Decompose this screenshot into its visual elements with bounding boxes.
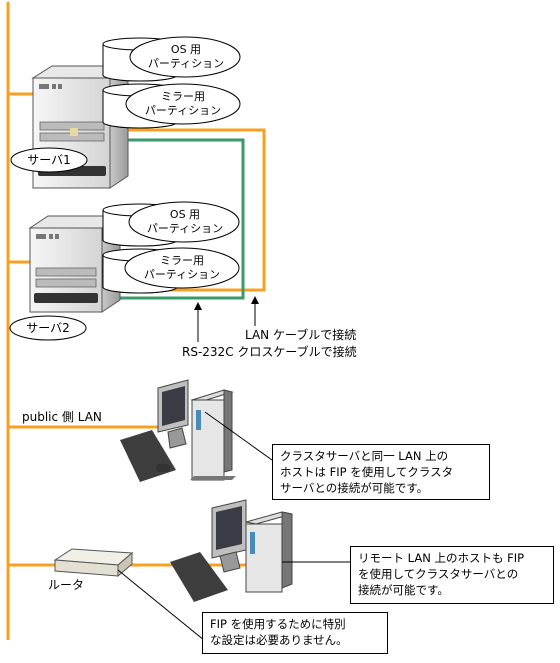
server2-label: サーバ2: [26, 321, 70, 335]
server2-os-partition-line1: OS 用: [169, 208, 201, 221]
same-lan-note: クラスタサーバと同一 LAN 上の ホストは FIP を使用してクラスタ サーバ…: [272, 444, 490, 500]
server1-mirror-partition-line1: ミラー用: [161, 90, 205, 103]
client1-pc-icon: [120, 379, 236, 482]
lan-cable-label: LAN ケーブルで接続: [245, 328, 357, 342]
same-lan-note-line3: サーバとの接続が可能です。: [280, 481, 429, 495]
router-note-leader: [117, 569, 211, 646]
server1-os-partition-bubble: [129, 36, 241, 78]
server1-os-partition-line2: パーティション: [147, 57, 225, 70]
server2-mirror-partition-bubble: [124, 247, 240, 289]
client2-pc-icon: [170, 499, 293, 602]
server2-label-bubble: [9, 315, 87, 341]
server1-mirror-partition-label: ミラー用 パーティション: [128, 90, 238, 118]
no-special-note-line2: な設定は必要ありません。: [210, 633, 348, 647]
no-special-config-note: FIP を使用するために特別 な設定は必要ありません。: [202, 612, 388, 654]
same-lan-note-line2: ホストは FIP を使用してクラスタ: [280, 465, 454, 479]
server1-os-partition-line1: OS 用: [170, 43, 202, 56]
server1-mirror-partition-line2: パーティション: [144, 104, 222, 117]
server2-os-partition-bubble: [128, 201, 240, 243]
rs232c-arrow: [194, 302, 202, 342]
same-lan-note-leader: [204, 411, 273, 461]
server1-label-bubble: [10, 147, 88, 173]
server1-os-partition-label: OS 用 パーティション: [132, 43, 240, 71]
router-icon: [53, 548, 134, 578]
remote-lan-note-line2: を使用してクラスタサーバとの: [358, 567, 519, 581]
rs232c-cable-label: RS-232C クロスケーブルで接続: [182, 345, 357, 359]
rs232c-cable-interconnect: [119, 138, 245, 300]
remote-lan-note-line3: 接続が可能です。: [358, 583, 449, 597]
router-label: ルータ: [48, 578, 85, 592]
remote-lan-note: リモート LAN 上のホストも FIP を使用してクラスタサーバとの 接続が可能…: [350, 546, 554, 604]
same-lan-note-line1: クラスタサーバと同一 LAN 上の: [280, 449, 449, 463]
server2-mirror-partition-line2: パーティション: [143, 268, 221, 281]
public-lan-label: public 側 LAN: [22, 410, 102, 424]
no-special-note-line1: FIP を使用するために特別: [210, 617, 346, 631]
lan-cable-arrow: [251, 296, 259, 326]
server2-mirror-partition-line1: ミラー用: [160, 254, 204, 267]
server1-mirror-partition-bubble: [125, 83, 241, 125]
server2-os-partition-label: OS 用 パーティション: [131, 208, 239, 236]
remote-lan-note-line1: リモート LAN 上のホストも FIP: [358, 551, 525, 565]
server2-mirror-partition-label: ミラー用 パーティション: [127, 254, 237, 282]
server2-os-partition-line2: パーティション: [146, 222, 224, 235]
lan-cable-interconnect: [119, 128, 266, 292]
server1-label: サーバ1: [27, 153, 71, 167]
